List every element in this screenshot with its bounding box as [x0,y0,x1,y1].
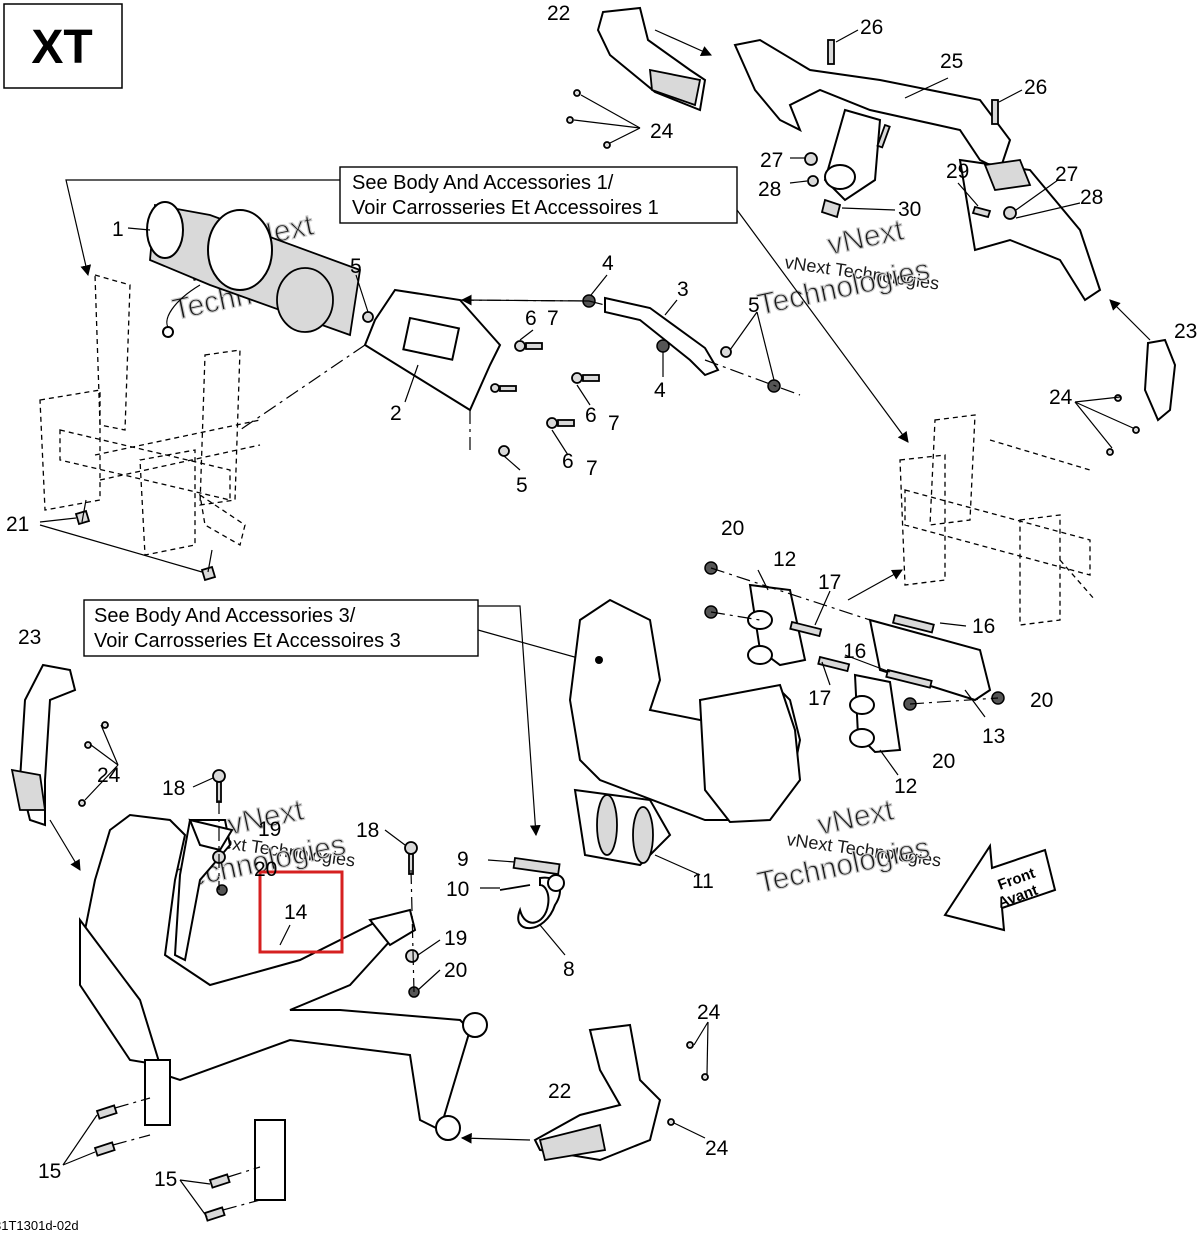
callout-9: 9 [457,848,469,871]
callout-30: 30 [898,198,921,221]
callout-18-right: 18 [356,819,379,842]
callout-15-left: 15 [38,1160,61,1183]
hardware-upper-right [789,29,1081,220]
callout-14: 14 [284,901,308,924]
callout-6-upper: 6 [525,307,537,330]
watermark-big-top-2: vNext [825,213,908,261]
callout-27-right: 27 [1055,163,1078,186]
callout-24-upper: 24 [650,120,674,143]
callout-28-left: 28 [758,178,781,201]
grip-handle-23-left [10,663,119,871]
callout-11: 11 [692,870,714,893]
callout-4-lower: 4 [654,379,666,402]
callout-29: 29 [946,160,969,183]
callout-22-lower: 22 [548,1080,571,1103]
callout-3: 3 [677,278,689,301]
note-3-line-1: See Body And Accessories 3/ [94,605,356,627]
winch [146,201,362,338]
callout-21: 21 [6,513,29,536]
callout-24-lower-bottom: 24 [705,1137,729,1160]
callouts: 1 2 3 4 4 5 5 5 6 7 6 7 6 7 8 9 10 11 12… [6,2,1197,1191]
callout-20-top: 20 [721,517,744,540]
callout-19-right: 19 [444,927,467,950]
hardware-upper-middle [239,294,801,457]
leader-lines [127,227,986,991]
callout-8: 8 [563,958,575,981]
callout-6-middle: 6 [585,404,597,427]
callout-2: 2 [390,402,402,425]
note-3-line-2: Voir Carrosseries Et Accessoires 3 [94,630,401,652]
grip-handle-22-lower [460,1021,709,1162]
callout-15-right: 15 [154,1168,177,1191]
callout-17-lower: 17 [808,687,831,710]
callout-24-left: 24 [97,764,121,787]
model-badge-text: XT [31,21,92,74]
note-1-line-1: See Body And Accessories 1/ [352,172,614,194]
callout-13: 13 [982,725,1005,748]
winch-bracket [604,296,720,377]
callout-7-upper: 7 [547,307,559,330]
callout-7-middle: 7 [608,412,620,435]
callout-24-lower-upper: 24 [697,1001,721,1024]
callout-23-right: 23 [1174,320,1197,343]
winch-hook [499,856,565,930]
callout-18-left: 18 [162,777,185,800]
callout-22-upper: 22 [547,2,570,25]
isolator-brackets [704,561,1005,754]
highlight-box-14 [258,870,344,954]
winch-mounting-plate [363,288,502,412]
callout-19-left: 19 [258,818,281,841]
callout-25: 25 [940,50,963,73]
note-body-accessories-3: See Body And Accessories 3/ Voir Carross… [83,599,479,657]
callout-5-left: 5 [350,255,362,278]
fasteners-21 [39,499,217,582]
callout-23-left: 23 [18,626,41,649]
callout-28-right: 28 [1080,186,1103,209]
callout-20-left: 20 [254,858,277,881]
bumper-hardware [62,769,420,1222]
callout-16-right: 16 [972,615,995,638]
front-direction-indicator: Front Avant [943,843,1057,932]
callout-5-right: 5 [748,294,760,317]
callout-26-top: 26 [860,16,883,39]
callout-17-upper: 17 [818,571,841,594]
callout-5-lower: 5 [516,474,528,497]
callout-1: 1 [112,218,124,241]
callout-4-upper: 4 [602,252,614,275]
callout-24-right: 24 [1049,386,1073,409]
callout-20-middle: 20 [932,750,955,773]
callout-10: 10 [446,878,469,901]
callout-16-middle: 16 [843,640,866,663]
front-frame-ghost-right [899,414,1096,626]
upper-bumper-bar [733,38,1102,302]
note-1-line-2: Voir Carrosseries Et Accessoires 1 [352,197,659,219]
callout-20-right: 20 [444,959,467,982]
callout-26-right: 26 [1024,76,1047,99]
figure-id: 31T1301d-02d [0,1218,79,1233]
callout-7-lower: 7 [586,457,598,480]
fairlead-roller-assembly [568,598,802,867]
callout-12-upper: 12 [773,548,796,571]
callout-27-left: 27 [760,149,783,172]
grip-handle-23-right [1074,299,1177,456]
note-body-accessories-1: See Body And Accessories 1/ Voir Carross… [339,166,738,224]
callout-20-far-right: 20 [1030,689,1053,712]
grip-handle-22-upper [566,6,712,149]
callout-6-lower: 6 [562,450,574,473]
front-frame-ghost-upper [39,274,261,556]
model-badge: XT [3,3,123,89]
callout-12-lower: 12 [894,775,917,798]
